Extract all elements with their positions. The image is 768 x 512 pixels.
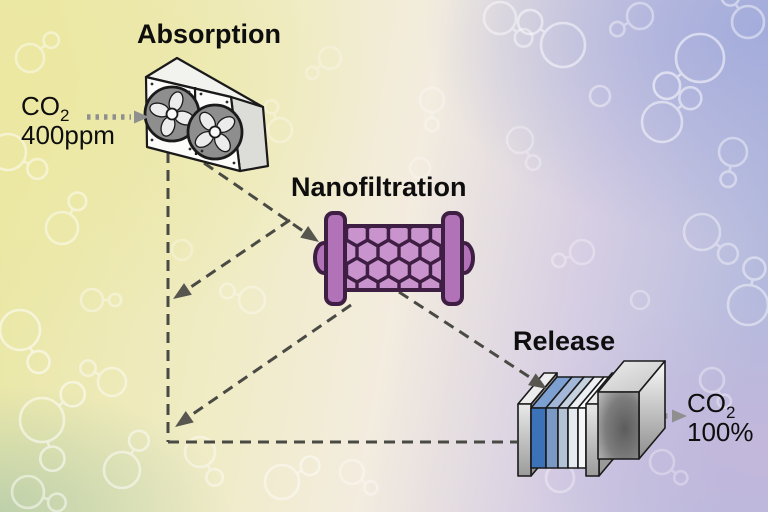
stack-plate bbox=[577, 407, 587, 469]
co2-input-label: CO2 400ppm bbox=[21, 92, 115, 150]
co2-output-label: CO2 100% bbox=[687, 389, 754, 447]
dashed-line-fan-to-membrane bbox=[203, 161, 304, 233]
dashed-line-membrane-return-upper bbox=[187, 218, 291, 291]
dashed-line-membrane-to-stack bbox=[398, 290, 532, 380]
arrowhead-return-upper bbox=[173, 283, 192, 299]
stream-arrowheads bbox=[134, 110, 687, 423]
dashed-line-membrane-return-lower bbox=[189, 303, 352, 418]
arrowhead-return-lower bbox=[175, 410, 194, 427]
nanofiltration-title: Nanofiltration bbox=[291, 172, 467, 202]
arrowhead-co2-in bbox=[134, 110, 149, 124]
arrowhead-into-stack bbox=[528, 373, 547, 389]
stack-plate bbox=[530, 407, 547, 469]
membrane-right-cap bbox=[441, 211, 464, 306]
arrowhead-into-membrane bbox=[300, 226, 319, 242]
co2-formula: CO2 bbox=[687, 388, 736, 423]
arrowhead-co2-out bbox=[672, 409, 687, 423]
release-title: Release bbox=[513, 326, 616, 356]
arrowheads bbox=[173, 226, 547, 427]
release-stack-icon bbox=[517, 360, 666, 477]
membrane-honeycomb bbox=[341, 227, 447, 289]
co2-formula: CO2 bbox=[21, 91, 70, 126]
nanofiltration-membrane-icon bbox=[313, 211, 475, 306]
absorption-fan-unit-icon bbox=[143, 56, 270, 173]
stack-housing-cube bbox=[597, 360, 666, 460]
co2-input-value: 400ppm bbox=[21, 120, 115, 150]
fan-icon bbox=[186, 103, 244, 161]
connector-lines bbox=[166, 152, 532, 444]
absorption-title: Absorption bbox=[137, 19, 281, 49]
co2-output-value: 100% bbox=[687, 417, 754, 447]
stack-plate bbox=[545, 407, 559, 469]
panel-screws bbox=[150, 82, 236, 165]
stack-plate bbox=[557, 407, 569, 469]
membrane-left-cap bbox=[324, 211, 347, 306]
stack-plate bbox=[567, 407, 579, 469]
